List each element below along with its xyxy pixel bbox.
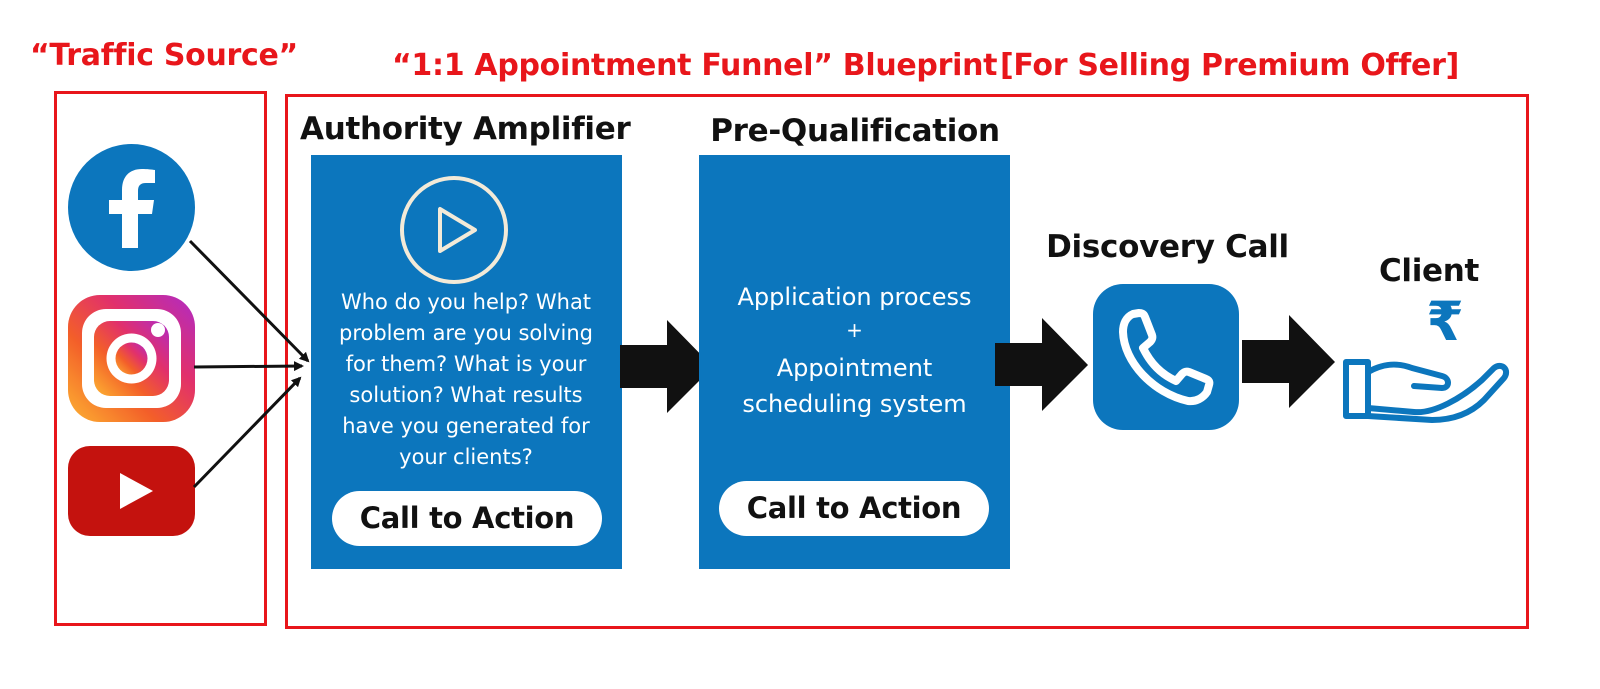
funnel-title: “1:1 Appointment Funnel” Blueprint <box>392 48 998 83</box>
prequal-cta-button[interactable]: Call to Action <box>719 481 989 536</box>
youtube-icon <box>68 446 195 536</box>
source-connector-lines <box>180 225 320 495</box>
authority-heading: Authority Amplifier <box>300 111 631 147</box>
phone-icon[interactable] <box>1093 284 1239 430</box>
client-heading: Client <box>1378 253 1480 289</box>
discovery-heading: Discovery Call <box>1046 229 1289 265</box>
traffic-source-box <box>54 91 267 626</box>
arrow-discovery-to-client <box>1242 315 1337 410</box>
traffic-source-title: “Traffic Source” <box>30 38 298 73</box>
hand-icon <box>1342 352 1510 424</box>
prequal-line-application: Application process <box>737 283 972 311</box>
instagram-icon <box>68 295 195 422</box>
rupee-icon: ₹ <box>1426 290 1464 353</box>
prequal-plus: + <box>846 318 863 342</box>
funnel-subtitle: [For Selling Premium Offer] <box>1000 48 1460 83</box>
prequal-heading: Pre-Qualification <box>710 113 1000 149</box>
play-icon[interactable] <box>398 174 510 286</box>
facebook-icon <box>68 144 195 271</box>
authority-description: Who do you help? What problem are you so… <box>339 290 593 469</box>
authority-cta-button[interactable]: Call to Action <box>332 491 602 546</box>
arrow-prequal-to-discovery <box>995 318 1090 413</box>
prequal-line-scheduling: Appointment scheduling system <box>742 354 967 418</box>
arrow-authority-to-prequal <box>620 320 715 415</box>
funnel-box <box>285 94 1529 629</box>
